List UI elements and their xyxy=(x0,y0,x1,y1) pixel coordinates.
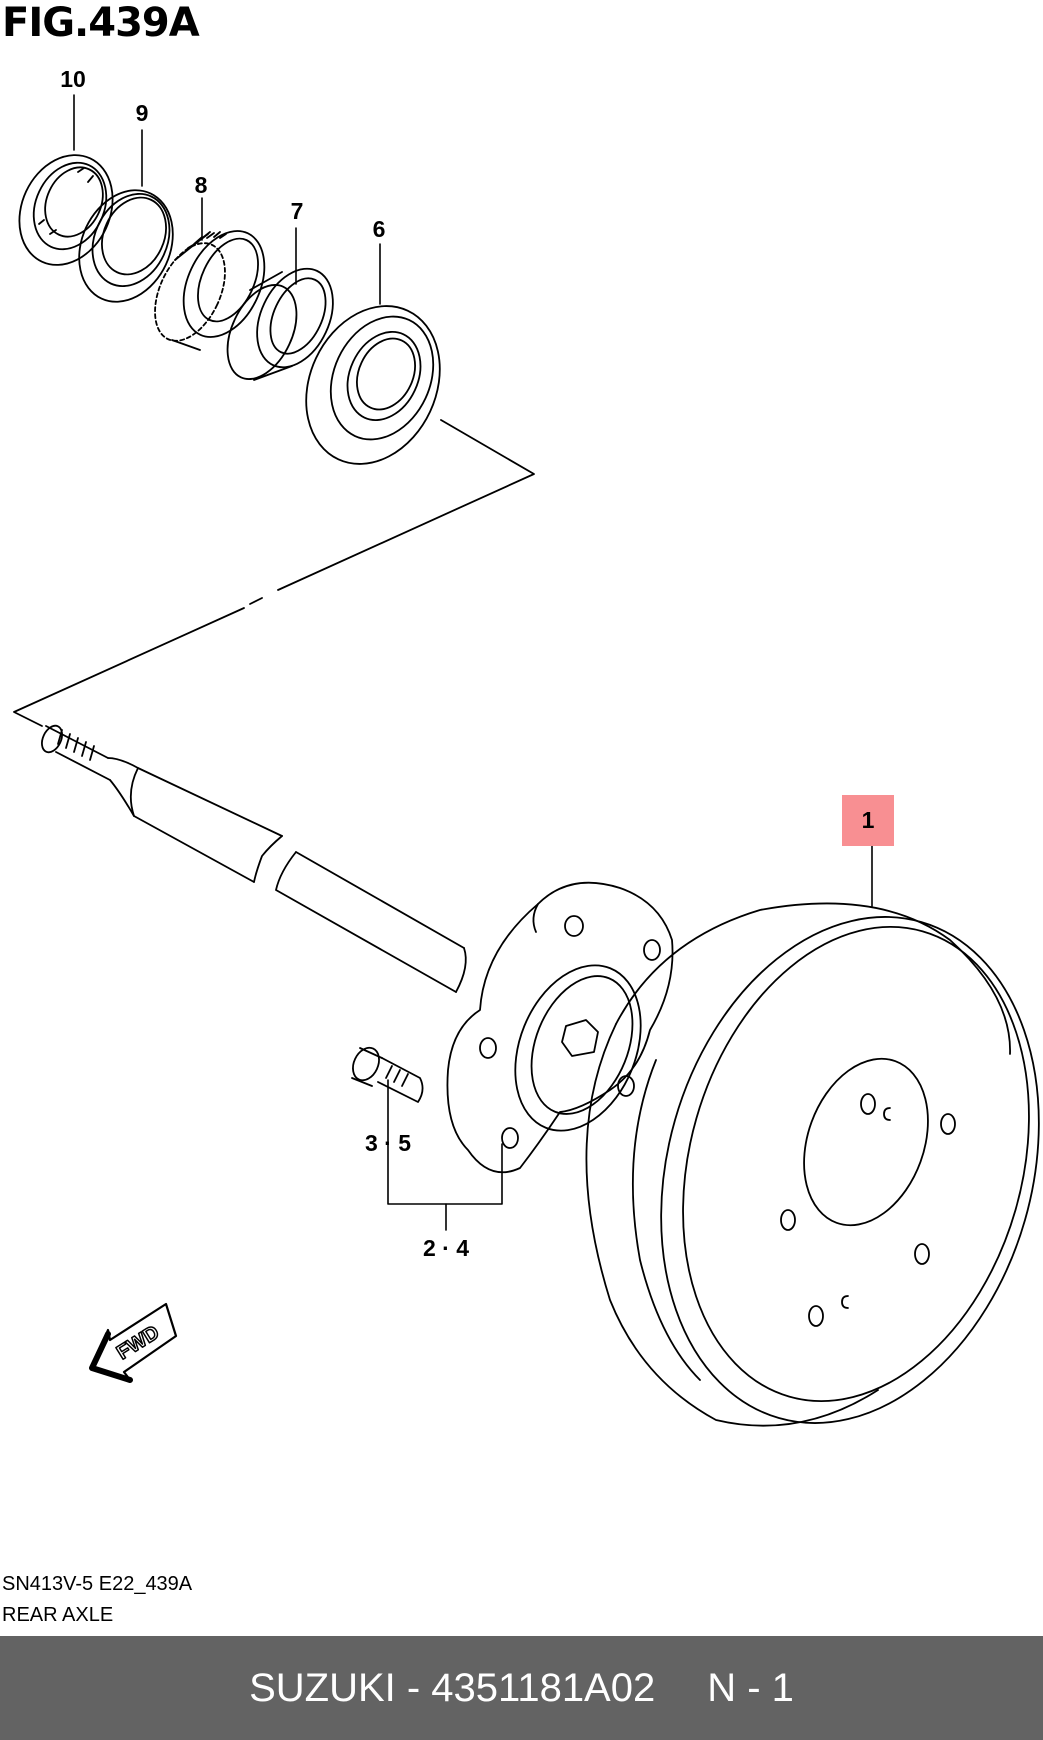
assembly-bracket-line xyxy=(14,420,534,726)
callout-10[interactable]: 10 xyxy=(60,66,86,92)
figure-title: FIG.439A xyxy=(2,0,200,46)
callout-2-4[interactable]: 2 · 4 xyxy=(422,1235,470,1261)
part-1-brake-drum[interactable] xyxy=(586,872,1043,1468)
part-quantity: N - 1 xyxy=(707,1665,794,1710)
part-7-spacer[interactable] xyxy=(214,257,348,390)
part-9-retainer-ring[interactable] xyxy=(62,175,191,317)
part-number: SUZUKI - 4351181A02 xyxy=(249,1665,656,1710)
part-10-oil-seal[interactable] xyxy=(2,140,130,281)
diagram-code: SN413V-5 E22_439A xyxy=(2,1573,193,1595)
part-8-roller-bearing[interactable] xyxy=(141,218,280,352)
part-footer-bar: SUZUKI - 4351181A02 N - 1 xyxy=(0,1636,1043,1740)
callout-1-highlighted[interactable]: 1 xyxy=(842,795,894,846)
callout-leader-lines xyxy=(74,95,872,1230)
callout-6[interactable]: 6 xyxy=(372,216,386,242)
part-6-ball-bearing[interactable] xyxy=(281,284,465,486)
axle-shaft[interactable] xyxy=(38,723,466,992)
callout-3-5[interactable]: 3 · 5 xyxy=(364,1130,412,1156)
callout-8[interactable]: 8 xyxy=(194,172,208,198)
callout-9[interactable]: 9 xyxy=(135,100,149,126)
part-3-5-wheel-stud[interactable] xyxy=(348,1044,423,1102)
fwd-direction-arrow: FWD xyxy=(92,1304,176,1380)
diagram-name: REAR AXLE xyxy=(2,1604,114,1626)
part-2-4-hub-flange[interactable] xyxy=(447,883,672,1173)
callout-7[interactable]: 7 xyxy=(290,198,304,224)
